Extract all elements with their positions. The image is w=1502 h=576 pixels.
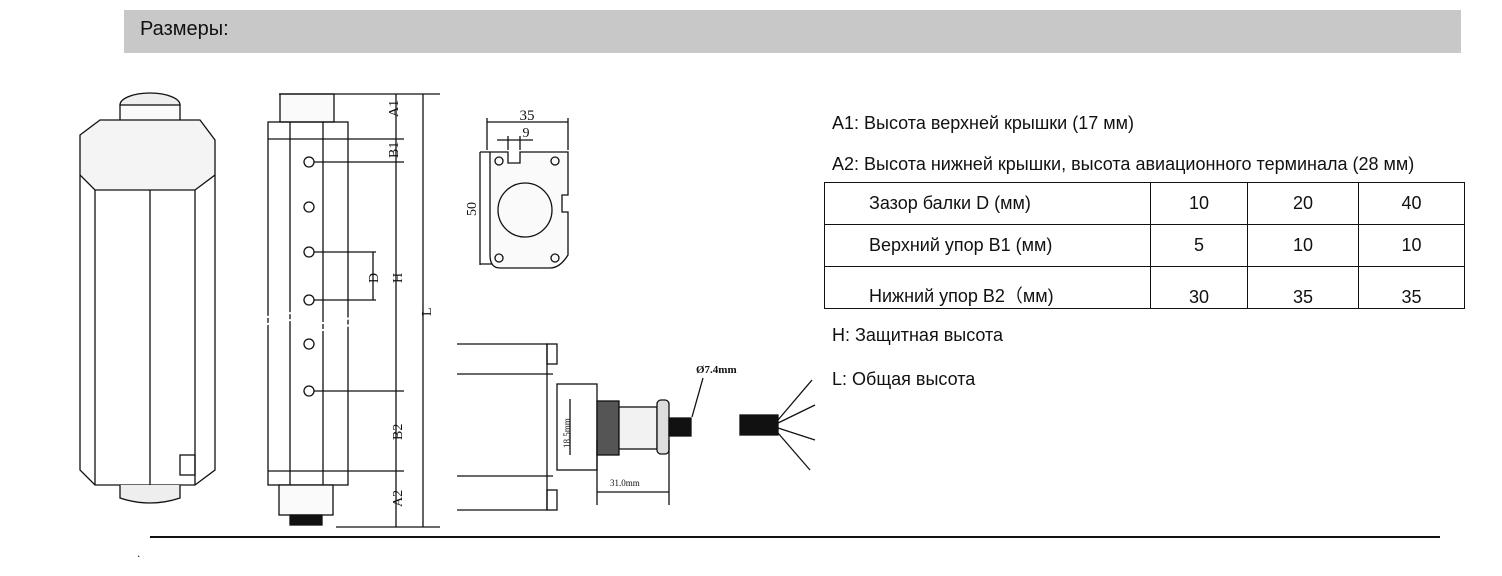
divider <box>150 536 1440 538</box>
cell: 20 <box>1247 182 1359 225</box>
cell: 35 <box>1247 266 1359 309</box>
cell: 35 <box>1358 266 1465 309</box>
section-title: Размеры: <box>140 18 229 40</box>
cell: 30 <box>1150 266 1248 309</box>
label-b2: B2 <box>391 424 406 440</box>
beam-gap-table: Зазор балки D (мм) 10 20 40 Верхний упор… <box>824 182 1465 309</box>
sensor-3d-view <box>79 92 216 504</box>
cell: 10 <box>1358 224 1465 267</box>
label-d: D <box>367 273 382 283</box>
row-label: Нижний упор B2（мм) <box>824 266 1151 309</box>
section-header: Размеры: <box>124 10 1461 53</box>
label-l: L <box>420 307 435 316</box>
row-label: Зазор балки D (мм) <box>824 182 1151 225</box>
sensor-front-view: A1 B1 D H L B2 A2 <box>264 93 440 528</box>
footer-dot: . <box>137 546 141 560</box>
label-h: H <box>391 273 406 283</box>
table-row: Зазор балки D (мм) 10 20 40 <box>824 182 1465 225</box>
label-cable-dia: Ø7.4mm <box>696 364 737 376</box>
table-row: Нижний упор B2（мм) 30 35 35 <box>824 266 1465 309</box>
connector-side-view: Ø7.4mm 18.5mm 31.0mm <box>457 343 816 511</box>
label-a1: A1 <box>387 100 402 117</box>
label-slot: 9 <box>523 126 530 141</box>
legend-a1: A1: Высота верхней крышки (17 мм) <box>832 113 1134 133</box>
label-b1: B1 <box>387 142 402 158</box>
label-a2: A2 <box>391 490 406 507</box>
cell: 10 <box>1150 182 1248 225</box>
sensor-end-view: 35 9 50 <box>465 108 569 269</box>
legend-h: H: Защитная высота <box>832 325 1004 345</box>
legend-a2: A2: Высота нижней крышки, высота авиацио… <box>832 154 1415 174</box>
cell: 10 <box>1247 224 1359 267</box>
label-connector-len: 31.0mm <box>610 478 640 488</box>
row-label: Верхний упор B1 (мм) <box>824 224 1151 267</box>
table-row: Верхний упор B1 (мм) 5 10 10 <box>824 224 1465 267</box>
cell: 40 <box>1358 182 1465 225</box>
cell: 5 <box>1150 224 1248 267</box>
label-height: 50 <box>465 202 480 216</box>
legend-l: L: Общая высота <box>832 369 976 389</box>
label-width: 35 <box>520 108 535 124</box>
label-connector-dia: 18.5mm <box>562 418 572 448</box>
